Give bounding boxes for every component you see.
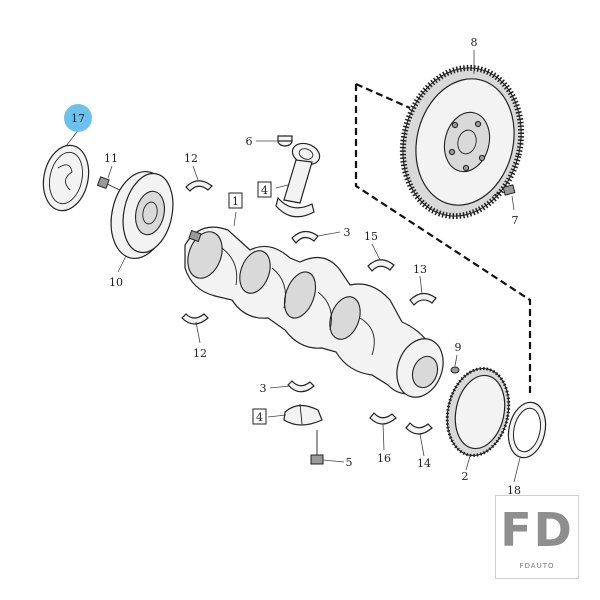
callout-3-bottom: 3 xyxy=(260,382,267,395)
callout-8: 8 xyxy=(471,36,478,49)
callout-17-number: 17 xyxy=(71,112,85,125)
part-5-bolt xyxy=(310,430,324,465)
part-3-bearing-top xyxy=(291,230,319,244)
fdauto-watermark-logo: FD FDAUTO xyxy=(495,495,579,579)
part-13-bearing xyxy=(409,292,437,306)
callout-11: 11 xyxy=(104,152,118,165)
part-4-rod-cap xyxy=(283,403,323,426)
part-14-bearing xyxy=(405,422,433,435)
svg-text:4: 4 xyxy=(261,184,268,197)
callout-4-top: 4 xyxy=(257,181,272,198)
assembly-dashed-outline xyxy=(354,82,532,395)
callout-4-bottom: 4 xyxy=(252,408,267,425)
callout-9: 9 xyxy=(455,341,462,354)
part-3-bearing-bottom xyxy=(287,380,315,393)
callout-7: 7 xyxy=(512,214,519,227)
part-9-pin xyxy=(450,366,460,374)
part-2-sprocket xyxy=(445,367,511,457)
callout-17: 17 xyxy=(64,104,92,132)
part-17-seal xyxy=(42,144,90,212)
callout-15: 15 xyxy=(364,230,378,243)
part-15-thrust-bearing xyxy=(367,259,395,272)
watermark-letters: FD xyxy=(500,503,574,557)
callout-2: 2 xyxy=(462,470,469,483)
part-6-bush xyxy=(277,135,293,147)
svg-text:4: 4 xyxy=(256,411,263,424)
callout-1: 1 xyxy=(228,192,243,209)
crankshaft xyxy=(184,226,444,398)
callout-10: 10 xyxy=(109,276,123,289)
callout-12-bottom: 12 xyxy=(193,347,207,360)
watermark-caption: FDAUTO xyxy=(519,562,555,570)
callout-18: 18 xyxy=(507,484,521,497)
callout-14: 14 xyxy=(417,457,431,470)
part-8-flywheel xyxy=(399,64,525,220)
part-16-bearing xyxy=(369,412,397,425)
part-10-pulley xyxy=(110,170,174,260)
callout-12-top: 12 xyxy=(184,152,198,165)
callout-5: 5 xyxy=(346,456,353,469)
part-18-seal xyxy=(507,401,547,459)
callout-13: 13 xyxy=(413,263,427,276)
part-7-bolt xyxy=(492,184,516,197)
callout-6: 6 xyxy=(246,135,253,148)
part-12-bearing-bottom xyxy=(181,313,209,325)
svg-text:1: 1 xyxy=(232,195,239,208)
part-4-connecting-rod xyxy=(275,142,321,218)
callout-3-top: 3 xyxy=(344,226,351,239)
callout-16: 16 xyxy=(377,452,391,465)
part-12-bearing-top xyxy=(185,180,213,192)
